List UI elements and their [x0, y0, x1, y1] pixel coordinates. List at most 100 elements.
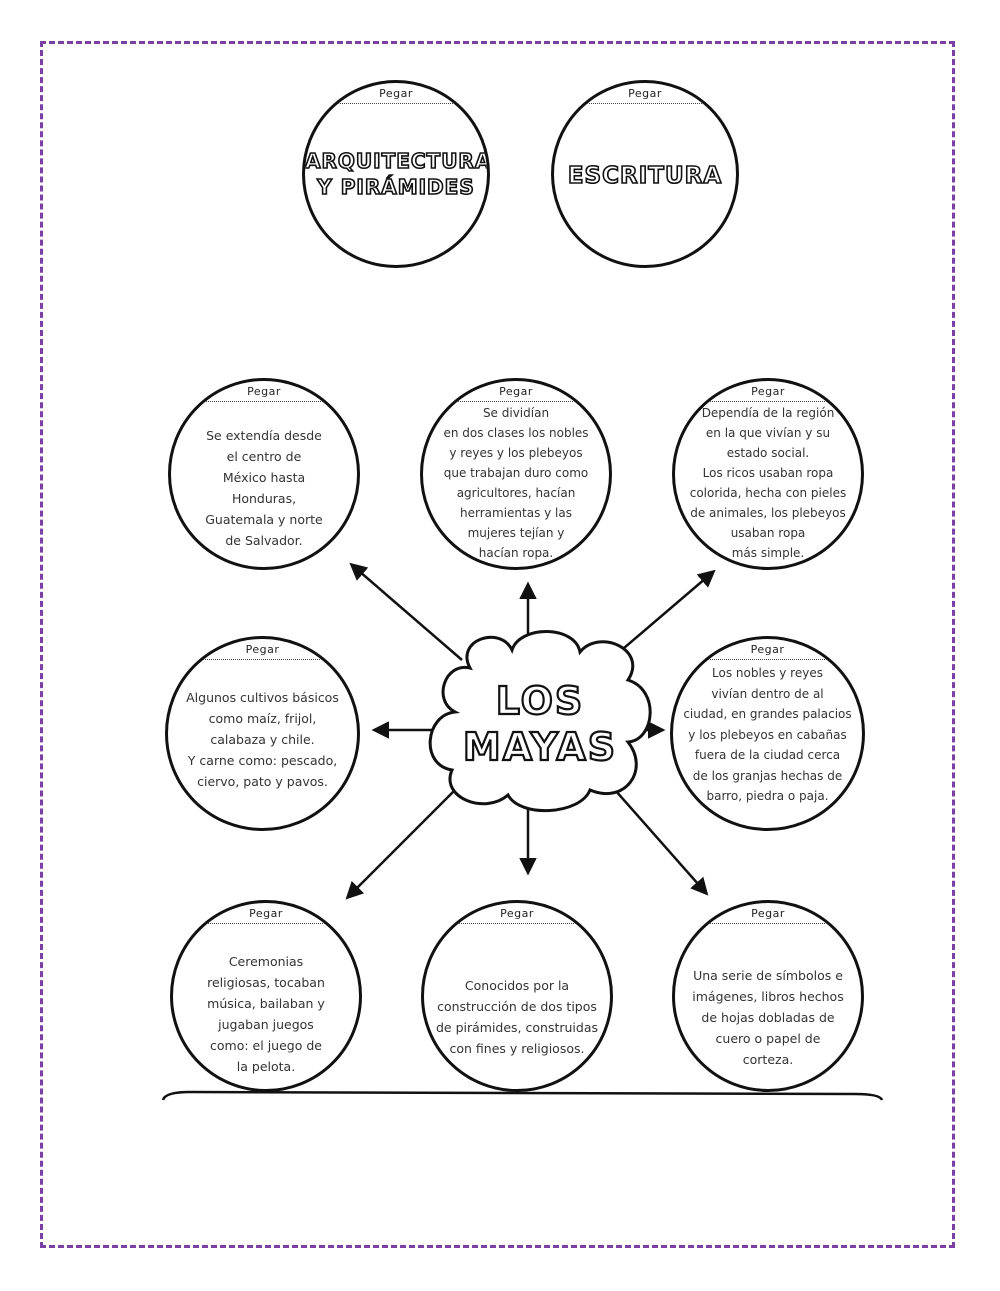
text-line: agricultores, hacían — [456, 486, 576, 500]
text-line: que trabajan duro como — [443, 466, 589, 480]
tab-divider — [697, 401, 839, 402]
paste-label: Pegar — [500, 907, 534, 920]
text-line: calabaza y chile. — [210, 732, 315, 747]
text-line: colorida, hecha con pieles — [689, 486, 847, 500]
text-line: México hasta — [222, 470, 306, 485]
text-line: vivían dentro de al — [711, 686, 824, 701]
text-line: fuera de la ciudad cerca — [694, 748, 841, 762]
info-circle-vivienda[interactable]: Pegar Los nobles y reyes vivían dentro d… — [670, 636, 865, 831]
center-title-line1: LOS — [495, 678, 585, 724]
text-line: herramientas y las — [460, 506, 572, 520]
text-line: religiosas, tocaban — [207, 975, 325, 990]
header-title-line1: ESCRITURA — [567, 162, 723, 190]
info-text: Dependía de la región en la que vivían y… — [679, 403, 858, 563]
info-text: Algunos cultivos básicos como maíz, frij… — [176, 687, 350, 792]
text-line: Una serie de símbolos e — [693, 968, 843, 983]
paste-label: Pegar — [628, 87, 662, 100]
arrow-up-left — [349, 562, 463, 661]
text-line: y reyes y los plebeyos — [449, 446, 583, 460]
text-line: Los ricos usaban ropa — [702, 466, 834, 480]
text-line: de pirámides, construidas — [435, 1020, 599, 1035]
text-line: en la que vivían y su — [705, 426, 831, 440]
text-line: de los granjas hechas de — [692, 768, 843, 783]
text-line: música, bailaban y — [207, 996, 325, 1011]
info-circle-vestimenta[interactable]: Pegar Dependía de la región en la que vi… — [672, 378, 864, 570]
paste-label: Pegar — [751, 907, 785, 920]
arrow-up-right — [609, 569, 716, 661]
paste-label: Pegar — [379, 87, 413, 100]
text-line: corteza. — [742, 1052, 794, 1067]
info-circle-religion[interactable]: Pegar Ceremonias religiosas, tocaban mús… — [170, 900, 362, 1092]
text-line: imágenes, libros hechos — [692, 989, 844, 1004]
paste-label: Pegar — [499, 385, 533, 398]
info-circle-alimentacion[interactable]: Pegar Algunos cultivos básicos como maíz… — [165, 636, 360, 831]
info-circle-escritura[interactable]: Pegar Una serie de símbolos e imágenes, … — [672, 900, 864, 1092]
tab-divider — [697, 923, 839, 924]
tab-divider — [445, 401, 587, 402]
text-line: Ceremonias — [228, 954, 304, 969]
text-line: como maíz, frijol, — [208, 711, 317, 726]
text-line: construcción de dos tipos — [437, 999, 597, 1014]
text-line: Se extendía desde — [206, 428, 322, 443]
info-text: Ceremonias religiosas, tocaban música, b… — [190, 951, 343, 1077]
text-line: usaban ropa — [730, 526, 806, 540]
text-line: Conocidos por la — [464, 978, 570, 993]
info-text: Se extendía desde el centro de México ha… — [188, 425, 341, 551]
tab-divider — [193, 401, 335, 402]
tab-divider — [695, 659, 840, 660]
text-line: hacían ropa. — [478, 546, 554, 560]
page-border — [40, 41, 955, 1248]
header-title-line1: ARQUITECTURA — [305, 148, 490, 174]
text-line: mujeres tejían y — [467, 526, 565, 540]
text-line: con fines y religiosos. — [449, 1041, 585, 1056]
paste-label: Pegar — [751, 385, 785, 398]
text-line: barro, piedra o paja. — [706, 789, 829, 803]
text-line: Y carne como: pescado, — [187, 753, 338, 768]
tab-divider — [326, 103, 466, 104]
info-text: Conocidos por la construcción de dos tip… — [431, 975, 602, 1059]
tab-divider — [190, 659, 335, 660]
info-text: Una serie de símbolos e imágenes, libros… — [682, 965, 853, 1070]
text-line: cuero o papel de — [715, 1031, 821, 1046]
text-line: más simple. — [731, 546, 805, 560]
text-line: estado social. — [726, 446, 810, 460]
tab-divider — [575, 103, 715, 104]
center-title: LOS MAYAS — [455, 678, 625, 770]
paste-label: Pegar — [245, 643, 280, 656]
text-line: como: el juego de — [210, 1038, 322, 1053]
info-circle-arquitectura[interactable]: Pegar Conocidos por la construcción de d… — [421, 900, 613, 1092]
header-circle-escritura[interactable]: Pegar ESCRITURA — [551, 80, 739, 268]
text-line: la pelota. — [236, 1059, 296, 1074]
paste-label: Pegar — [249, 907, 283, 920]
text-line: de hojas dobladas de — [701, 1010, 835, 1025]
text-line: jugaban juegos — [218, 1017, 314, 1032]
text-line: de Salvador. — [225, 533, 303, 548]
text-line: Honduras, — [231, 491, 297, 506]
header-title-line2: Y PIRÁMIDES — [316, 174, 475, 200]
header-circle-arquitectura[interactable]: Pegar ARQUITECTURA Y PIRÁMIDES — [302, 80, 490, 268]
text-line: ciudad, en grandes palacios — [683, 707, 852, 721]
text-line: Dependía de la región — [701, 406, 835, 420]
text-line: ciervo, pato y pavos. — [197, 774, 328, 789]
info-circle-territorio[interactable]: Pegar Se extendía desde el centro de Méx… — [168, 378, 360, 570]
text-line: de animales, los plebeyos — [690, 506, 846, 520]
paste-label: Pegar — [247, 385, 281, 398]
arrow-down-left — [345, 789, 456, 900]
tab-divider — [446, 923, 588, 924]
paste-label: Pegar — [750, 643, 785, 656]
info-circle-sociedad[interactable]: Pegar Se dividían en dos clases los nobl… — [420, 378, 612, 570]
text-line: Algunos cultivos básicos — [186, 690, 339, 705]
text-line: Se dividían — [482, 406, 550, 420]
text-line: y los plebeyos en cabañas — [688, 727, 847, 742]
text-line: en dos clases los nobles — [443, 426, 589, 440]
tab-divider — [195, 923, 337, 924]
info-text: Los nobles y reyes vivían dentro de al c… — [677, 663, 858, 807]
arrow-down-right — [607, 781, 709, 896]
center-title-line2: MAYAS — [462, 724, 618, 770]
text-line: Los nobles y reyes — [712, 666, 823, 680]
text-line: el centro de — [226, 449, 302, 464]
text-line: Guatemala y norte — [205, 512, 323, 527]
info-text: Se dividían en dos clases los nobles y r… — [430, 403, 601, 563]
cloud-shape — [428, 630, 652, 813]
